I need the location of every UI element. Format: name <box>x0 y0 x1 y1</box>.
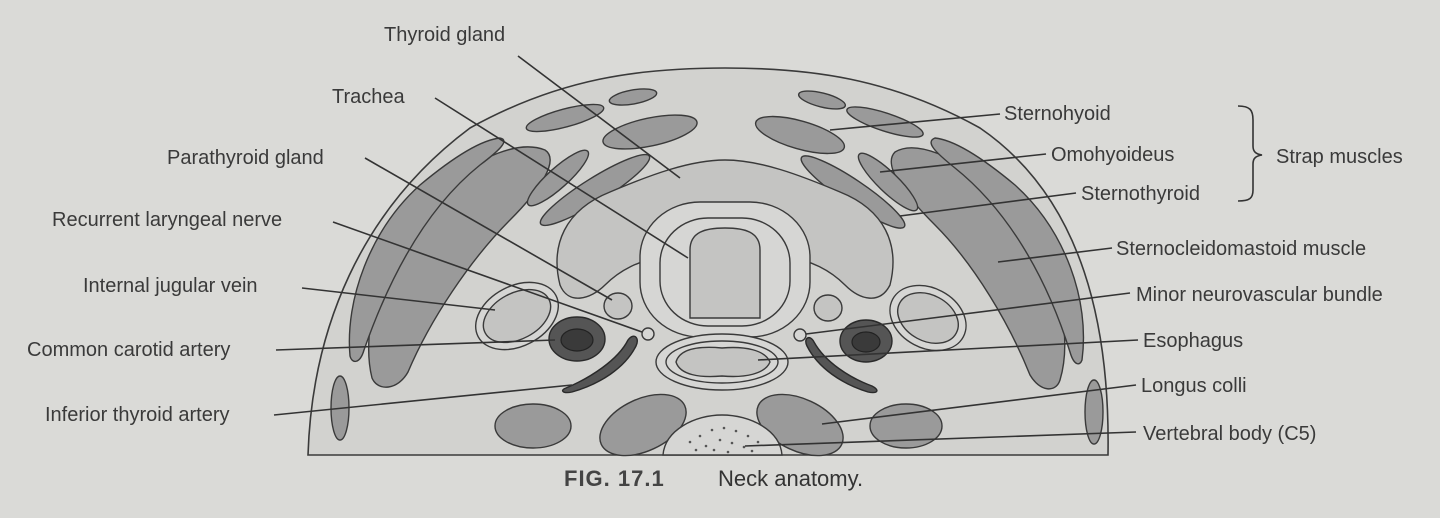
label-internal-jugular-vein: Internal jugular vein <box>83 275 258 297</box>
label-longus-colli: Longus colli <box>1141 375 1247 397</box>
esophagus-lumen <box>676 347 770 376</box>
label-parathyroid-gland: Parathyroid gland <box>167 147 324 169</box>
caption-figure-number: FIG. 17.1 <box>564 466 665 491</box>
common-carotid-artery-right-inner <box>852 332 880 352</box>
label-vertebral-body: Vertebral body (C5) <box>1143 423 1316 445</box>
label-common-carotid-artery: Common carotid artery <box>27 339 230 361</box>
label-esophagus: Esophagus <box>1143 330 1243 352</box>
caption-title: Neck anatomy. <box>718 466 863 491</box>
label-minor-neurovascular-bundle: Minor neurovascular bundle <box>1136 284 1383 306</box>
label-omohyoideus: Omohyoideus <box>1051 144 1174 166</box>
label-sternocleidomastoid-muscle: Sternocleidomastoid muscle <box>1116 238 1366 260</box>
common-carotid-artery-left-inner <box>561 329 593 351</box>
label-sternothyroid: Sternothyroid <box>1081 183 1200 205</box>
label-trachea: Trachea <box>332 86 406 108</box>
label-inferior-thyroid-artery: Inferior thyroid artery <box>45 404 230 426</box>
recurrent-laryngeal-nerve-left <box>642 328 654 340</box>
trachea-lumen <box>690 228 760 318</box>
parathyroid-gland-right <box>814 295 842 321</box>
label-strap-muscles: Strap muscles <box>1276 146 1403 168</box>
label-thyroid-gland: Thyroid gland <box>384 24 505 46</box>
scalene-left <box>495 404 571 448</box>
recurrent-laryngeal-nerve-right <box>794 329 806 341</box>
label-recurrent-laryngeal-nerve: Recurrent laryngeal nerve <box>52 209 282 231</box>
label-sternohyoid: Sternohyoid <box>1004 103 1111 125</box>
